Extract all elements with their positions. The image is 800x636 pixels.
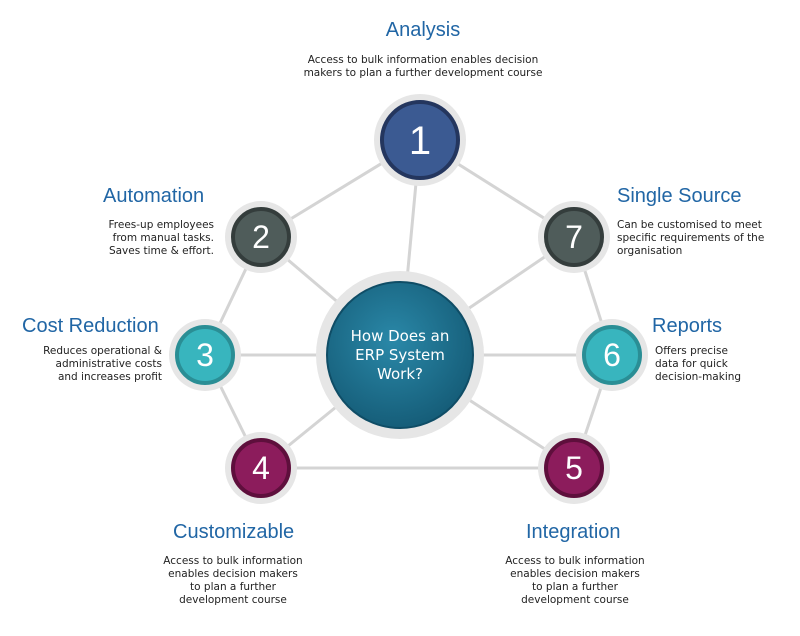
- node-6: 6: [576, 319, 648, 391]
- node-number: 6: [603, 337, 621, 373]
- node-circle: [582, 325, 642, 385]
- title-cost-reduction: Cost Reduction: [22, 315, 159, 337]
- node-number: 1: [409, 119, 431, 163]
- node-4: 4: [225, 432, 297, 504]
- node-circle: [231, 207, 291, 267]
- center-circle: [326, 281, 474, 429]
- desc-customizable: Access to bulk information enables decis…: [163, 555, 303, 606]
- node-number: 2: [252, 219, 270, 255]
- node-circle: [380, 100, 460, 180]
- node-2: 2: [225, 201, 297, 273]
- desc-integration: Access to bulk information enables decis…: [505, 555, 645, 606]
- node-5: 5: [538, 432, 610, 504]
- desc-cost-reduction: Reduces operational & administrative cos…: [43, 345, 162, 383]
- node-3: 3: [169, 319, 241, 391]
- title-integration: Integration: [526, 521, 621, 543]
- desc-automation: Frees-up employees from manual tasks. Sa…: [108, 219, 215, 257]
- node-number: 7: [565, 219, 583, 255]
- node-7: 7: [538, 201, 610, 273]
- title-automation: Automation: [103, 185, 205, 207]
- node-circle: [544, 438, 604, 498]
- node-1: 1: [374, 94, 466, 186]
- title-customizable: Customizable: [173, 521, 295, 543]
- node-number: 3: [196, 337, 214, 373]
- desc-reports: Offers precise data for quick decision-m…: [655, 345, 742, 383]
- node-circle: [175, 325, 235, 385]
- desc-analysis: Access to bulk information enables decis…: [303, 54, 543, 79]
- desc-single-source: Can be customised to meet specific requi…: [617, 219, 765, 257]
- node-circle: [544, 207, 604, 267]
- title-reports: Reports: [652, 315, 723, 337]
- title-analysis: Analysis: [385, 19, 461, 41]
- node-circle: [231, 438, 291, 498]
- node-number: 4: [252, 450, 270, 486]
- title-single-source: Single Source: [617, 185, 742, 207]
- node-number: 5: [565, 450, 583, 486]
- node-circles: 1 2 3 4 5 6 7: [169, 94, 648, 504]
